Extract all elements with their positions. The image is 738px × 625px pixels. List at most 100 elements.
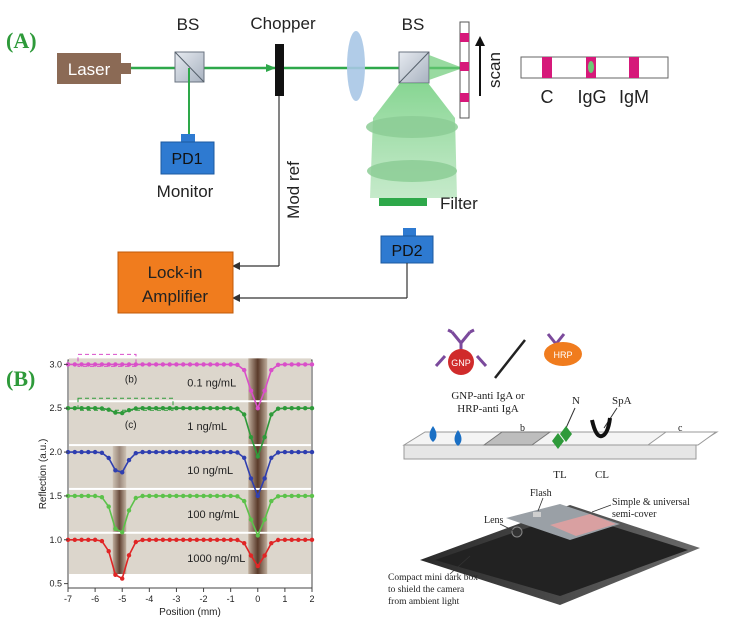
data-point <box>289 493 294 499</box>
data-point <box>160 449 166 455</box>
data-point <box>262 435 267 440</box>
data-point <box>72 493 78 499</box>
data-point <box>140 449 145 455</box>
data-point <box>167 362 172 367</box>
x-tick-label: -7 <box>64 594 72 604</box>
data-point <box>147 406 152 411</box>
data-point <box>120 470 125 475</box>
data-point <box>187 537 193 542</box>
data-point <box>201 406 206 411</box>
data-point <box>248 517 254 522</box>
data-point <box>174 449 179 455</box>
data-point <box>99 495 105 500</box>
data-point <box>248 435 254 440</box>
data-point <box>92 449 98 455</box>
box-label-3: from ambient light <box>388 596 460 607</box>
data-point <box>221 362 227 367</box>
lens-icon <box>511 526 523 538</box>
data-point <box>269 498 274 504</box>
annotation-box-b <box>77 353 137 367</box>
data-point <box>242 412 247 417</box>
data-point <box>282 362 288 367</box>
data-point <box>147 537 152 542</box>
data-point <box>120 576 125 581</box>
data-point <box>106 407 111 412</box>
gnp-label: GNP <box>451 358 471 368</box>
annotation-b: (b) <box>125 374 137 385</box>
data-point <box>194 493 199 499</box>
x-tick-label: 0 <box>255 594 260 604</box>
data-point <box>181 406 186 411</box>
data-point <box>126 362 132 367</box>
laser-nozzle <box>121 63 131 74</box>
data-point <box>255 454 260 459</box>
panel-a-label: (A) <box>6 28 37 53</box>
lock-in-amplifier <box>117 251 234 314</box>
data-point <box>147 493 152 499</box>
data-point <box>86 362 91 367</box>
data-point <box>201 362 206 367</box>
c-label: c <box>678 423 683 434</box>
data-point <box>296 406 301 411</box>
flash-label: Flash <box>530 488 552 499</box>
panel-a: (A) Laser BS PD1 Monitor Chopper Mod ref… <box>6 14 669 314</box>
data-point <box>113 526 118 531</box>
box-label-1: Compact mini dark box <box>388 573 478 583</box>
focusing-lens <box>347 31 365 101</box>
data-point <box>106 362 111 367</box>
data-point <box>153 362 159 367</box>
data-point <box>262 517 267 522</box>
data-point <box>120 362 125 367</box>
data-point <box>174 493 179 499</box>
data-point <box>133 495 138 501</box>
data-point <box>275 406 281 411</box>
data-point <box>228 449 233 455</box>
data-point <box>167 406 172 411</box>
lockin-label-1: Lock-in <box>148 263 203 282</box>
data-point <box>282 406 288 411</box>
data-point <box>133 451 138 456</box>
data-point <box>113 362 118 367</box>
data-point <box>303 362 308 367</box>
sample-droplet-2 <box>454 430 462 446</box>
data-point <box>248 388 254 393</box>
data-point <box>79 406 84 411</box>
data-point <box>160 406 166 411</box>
series-label-1: 1 ng/mL <box>187 421 227 433</box>
data-point <box>214 537 220 542</box>
data-point <box>255 563 260 569</box>
data-point <box>214 362 220 367</box>
conjugate-pad <box>482 431 552 446</box>
data-point <box>201 449 206 455</box>
data-point <box>235 362 240 367</box>
y-tick-label: 2.5 <box>49 403 62 413</box>
control-line-photo <box>248 446 268 488</box>
data-point <box>194 362 199 367</box>
data-point <box>289 362 294 367</box>
data-point <box>303 449 308 455</box>
antibody-label-2: HRP-anti IgA <box>457 403 518 415</box>
data-point <box>275 450 281 455</box>
data-point <box>160 362 166 367</box>
chopper <box>275 44 284 96</box>
y-tick-label: 3.0 <box>49 359 62 369</box>
data-point <box>153 406 159 411</box>
control-line-photo <box>248 489 268 532</box>
data-point <box>86 537 91 542</box>
pd1-label: PD1 <box>171 151 202 168</box>
scan-label: scan <box>485 52 504 88</box>
data-point <box>296 493 301 499</box>
data-point <box>309 362 315 367</box>
data-point <box>167 537 172 542</box>
data-point <box>255 406 260 411</box>
x-tick-label: -3 <box>172 594 180 604</box>
data-point <box>187 362 193 367</box>
flash-icon <box>533 512 541 517</box>
data-point <box>147 362 152 367</box>
data-point <box>309 449 315 455</box>
annotation-box-c <box>77 397 174 411</box>
y-tick-label: 0.5 <box>49 579 62 589</box>
data-point <box>72 362 78 367</box>
lens-label: Lens <box>484 515 504 526</box>
